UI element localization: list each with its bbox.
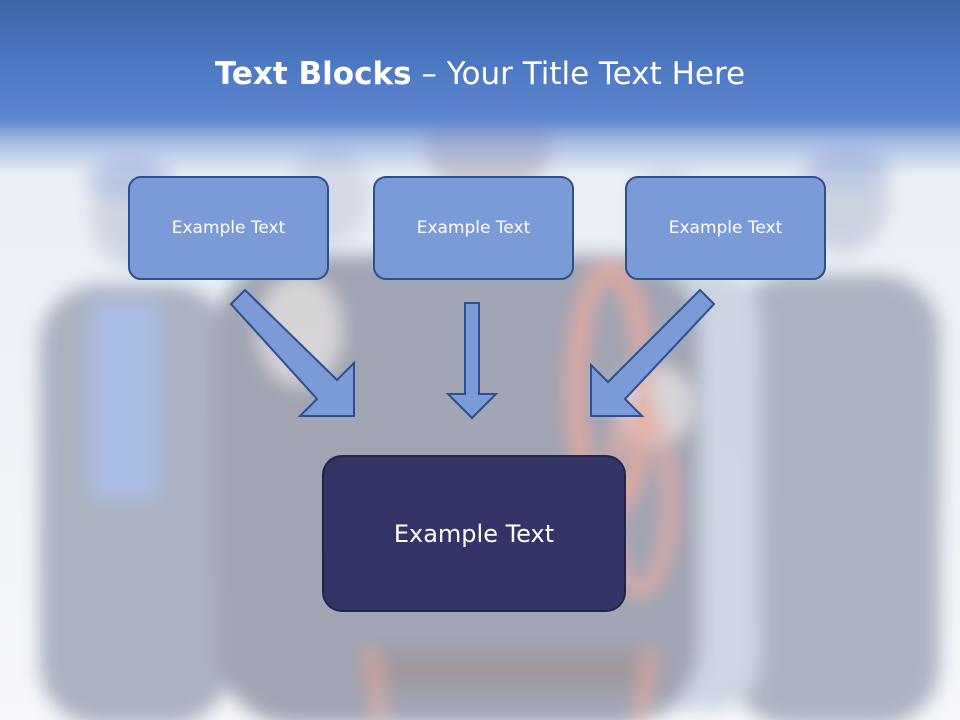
title-dash: –	[411, 56, 447, 92]
text-block-center-label: Example Text	[416, 218, 531, 238]
slide-title: Text Blocks – Your Title Text Here	[0, 52, 960, 96]
arrow-right	[590, 288, 716, 417]
arrow-left	[229, 288, 355, 417]
text-block-main[interactable]: Example Text	[322, 455, 626, 612]
text-block-left[interactable]: Example Text	[128, 176, 329, 280]
arrow-center	[445, 302, 499, 420]
text-block-left-label: Example Text	[171, 218, 286, 238]
text-block-right-label: Example Text	[668, 218, 783, 238]
text-block-main-label: Example Text	[393, 519, 555, 548]
title-regular: Your Title Text Here	[446, 56, 746, 92]
title-band	[0, 0, 960, 175]
text-block-right[interactable]: Example Text	[625, 176, 826, 280]
text-block-center[interactable]: Example Text	[373, 176, 574, 280]
title-bold: Text Blocks	[214, 56, 412, 92]
